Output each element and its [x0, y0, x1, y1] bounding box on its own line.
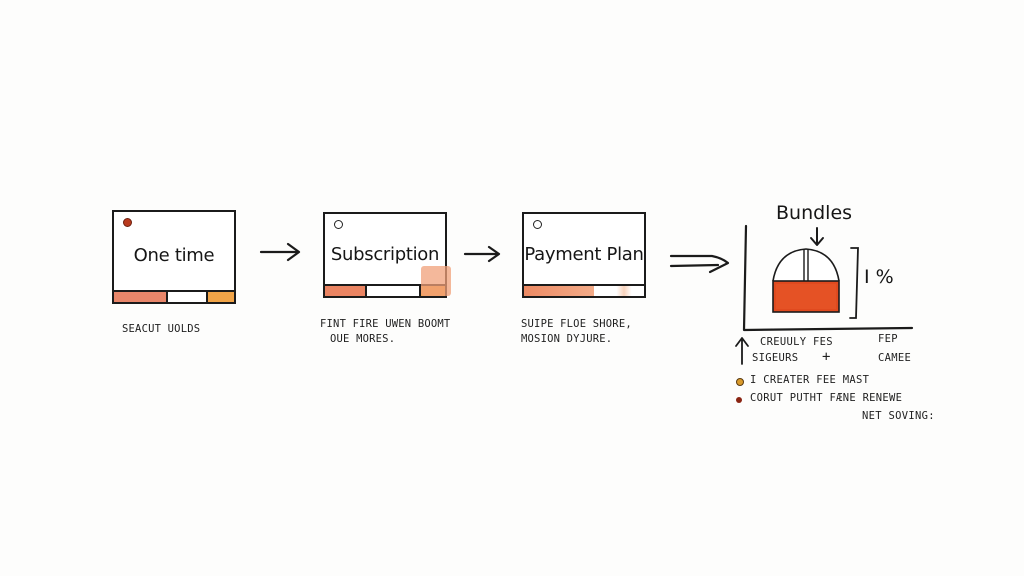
double-arrow-right-icon	[669, 254, 730, 274]
stage-title: Payment Plan	[524, 244, 644, 265]
measure-label: I %	[864, 266, 894, 288]
stage-caption: Suipe Floe Shore, Mosion Dyjure.	[521, 317, 632, 347]
stage-title: Subscription	[330, 244, 440, 265]
bar-segment	[207, 292, 234, 302]
bar-segment	[367, 286, 421, 296]
note-text: Camee	[878, 352, 912, 364]
note-text: Sigeurs	[752, 352, 799, 364]
note-text: Corut Putht Fæne Renewe	[750, 392, 903, 404]
stage-caption: Fint Fire Uwen Boomt Oue Mores.	[320, 317, 450, 347]
bar-segment	[524, 286, 594, 296]
stage-card-one-time: One time	[112, 210, 236, 304]
bullet-dot-orange	[736, 378, 744, 386]
note-text: Fep	[878, 333, 898, 345]
note-text: Net Soving:	[862, 410, 935, 422]
stage-card-payment-plan: Payment Plan	[522, 212, 646, 298]
arrow-right-icon	[463, 245, 501, 263]
note-text: I Creater Fee Mast	[750, 374, 870, 386]
caption-line: Oue Mores.	[330, 333, 396, 345]
caption-line: Mosion Dyjure.	[521, 333, 613, 345]
bar-segment	[168, 292, 208, 302]
stage-card-subscription: Subscription	[323, 212, 447, 298]
bar-segment	[593, 286, 644, 296]
caption-line: Seacut Uolds	[122, 323, 201, 335]
stage-caption: Seacut Uolds	[122, 322, 200, 337]
note-text: +	[822, 349, 831, 365]
arrow-up-icon	[735, 337, 749, 365]
pin-icon	[334, 220, 343, 229]
arrow-down-icon	[810, 227, 824, 246]
measure-bracket-icon	[849, 247, 859, 319]
note-text: Creuuly Fes	[760, 336, 833, 348]
arrow-right-icon	[259, 242, 301, 262]
caption-line: Fint Fire Uwen Boomt	[320, 318, 451, 330]
bar-segment	[325, 286, 367, 296]
bar-segment	[114, 292, 168, 302]
bundles-title: Bundles	[776, 202, 853, 224]
watercolor-splash	[421, 266, 451, 296]
pin-icon	[533, 220, 542, 229]
pin-icon	[123, 218, 132, 227]
bundle-dome-icon	[772, 248, 840, 313]
bundles-chart-axes	[742, 224, 914, 332]
stage-title: One time	[133, 245, 215, 266]
bullet-dot-red	[736, 397, 742, 403]
progress-bar	[524, 284, 644, 296]
progress-bar	[114, 290, 234, 302]
caption-line: Suipe Floe Shore,	[521, 318, 632, 330]
